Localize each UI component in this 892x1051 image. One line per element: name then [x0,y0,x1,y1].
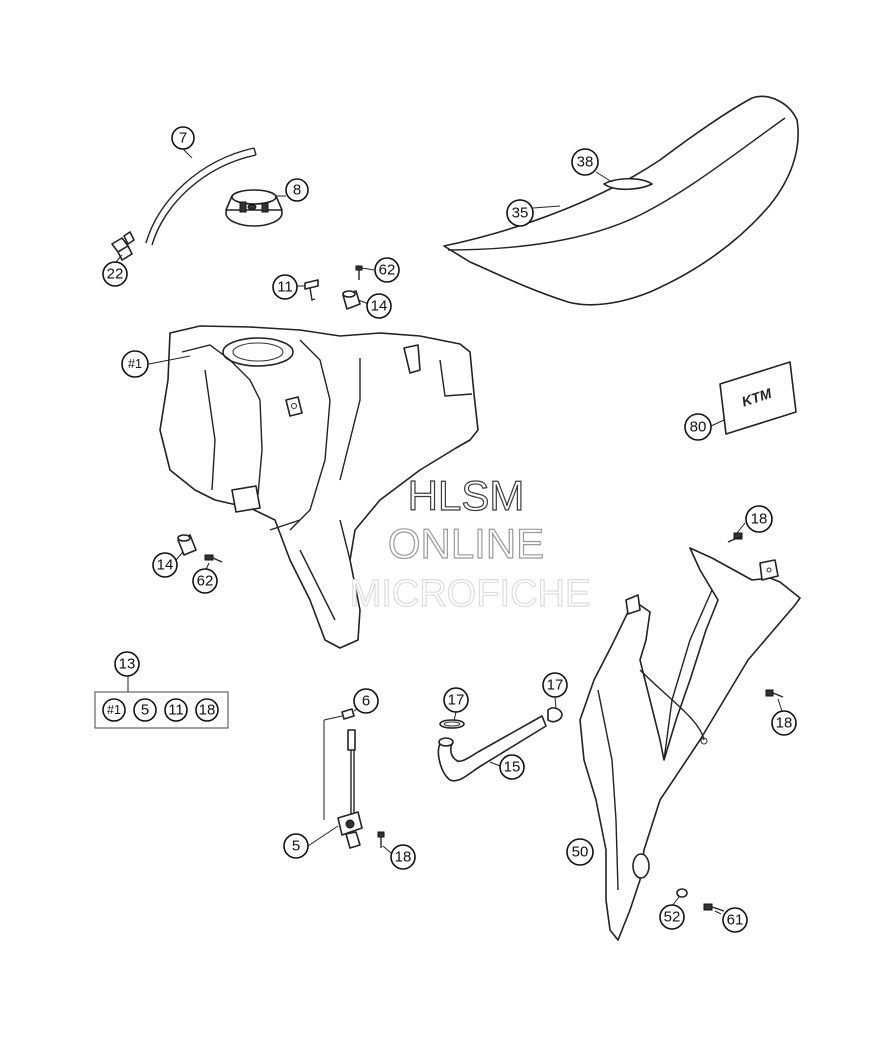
side-panel [579,547,801,941]
callout-14-lower[interactable]: 14 [152,552,178,578]
watermark-line-2: ONLINE [388,520,544,567]
screw-61 [703,903,725,912]
kit-item-18[interactable]: 18 [195,698,219,722]
bushing-14-lower [177,534,197,556]
svg-text:5: 5 [141,702,149,719]
vent-hose [145,147,257,246]
watermark-line-1: HLSM [408,472,525,519]
screw-62-upper [355,265,363,280]
callout-22[interactable]: 22 [102,261,128,287]
svg-text:62: 62 [379,262,396,279]
callout-8[interactable]: 8 [285,178,309,202]
callout-14-upper[interactable]: 14 [366,293,392,319]
hose-clamp-17b [547,707,563,723]
svg-text:22: 22 [107,266,124,283]
svg-text:61: 61 [727,912,744,929]
callout-11[interactable]: 11 [272,274,298,300]
vent-valve [111,231,135,261]
svg-text:15: 15 [504,759,521,776]
callout-5[interactable]: 5 [283,833,309,859]
callout-62-upper[interactable]: 62 [374,257,400,283]
svg-text:14: 14 [371,298,388,315]
screw-18-panel-upper [727,532,743,543]
svg-text:17: 17 [448,692,465,709]
svg-text:6: 6 [362,693,370,710]
callout-18-upper[interactable]: 18 [745,505,773,533]
screw-62-lower [204,554,223,563]
bushing-14-upper [342,290,361,310]
svg-text:11: 11 [168,702,184,719]
watermark-line-3: MICROFICHE [350,573,591,615]
svg-text:#1: #1 [128,357,142,371]
callout-61[interactable]: 61 [722,907,748,933]
callout-52[interactable]: 52 [659,904,685,930]
svg-text:80: 80 [690,419,707,436]
washer-52 [676,888,688,898]
svg-text:13: 13 [119,656,136,673]
svg-text:14: 14 [157,557,174,574]
svg-text:38: 38 [577,154,594,171]
svg-text:52: 52 [664,909,681,926]
svg-text:17: 17 [547,677,564,694]
callout-18-side[interactable]: 18 [771,710,797,736]
callout-62-lower[interactable]: 62 [192,568,218,594]
callout-7[interactable]: 7 [171,126,195,150]
callout-80[interactable]: 80 [684,413,712,441]
callout-1-tank[interactable]: #1 [121,350,149,378]
screw-18-petcock [377,831,385,848]
callout-50[interactable]: 50 [566,838,594,866]
callout-35[interactable]: 35 [506,199,534,227]
fuel-cap [225,189,283,227]
svg-text:62: 62 [197,573,214,590]
svg-text:5: 5 [292,838,300,855]
callout-18-petcock[interactable]: 18 [390,844,416,870]
screw-18-panel-side [765,689,784,698]
fuel-tank [159,325,479,649]
svg-text:35: 35 [512,205,529,222]
svg-text:18: 18 [199,702,216,719]
kit-item-11[interactable]: 11 [164,698,188,722]
svg-text:#1: #1 [107,703,121,717]
callout-15[interactable]: 15 [499,754,525,780]
kit-item-5[interactable]: 5 [133,698,157,722]
bolt-11 [304,279,319,301]
callout-38[interactable]: 38 [571,148,599,176]
callout-6[interactable]: 6 [353,688,379,714]
svg-text:50: 50 [572,844,589,861]
ktm-badge: KTM [719,361,797,435]
svg-text:7: 7 [179,130,187,147]
leader-lines [115,148,783,915]
svg-text:11: 11 [277,279,293,296]
hose-clamp-17a [439,719,465,729]
fuel-hose [437,715,547,782]
callout-17-right[interactable]: 17 [542,672,568,698]
kit-item-1[interactable]: #1 [102,698,126,722]
svg-text:8: 8 [293,182,301,199]
svg-text:18: 18 [395,849,412,866]
svg-text:18: 18 [751,511,768,528]
svg-text:18: 18 [776,715,793,732]
fuel-petcock [323,708,363,849]
watermark: HLSM ONLINE MICROFICHE [349,471,591,615]
callout-13[interactable]: 13 [114,651,140,677]
seat [443,95,799,306]
callout-17-left[interactable]: 17 [443,687,469,713]
